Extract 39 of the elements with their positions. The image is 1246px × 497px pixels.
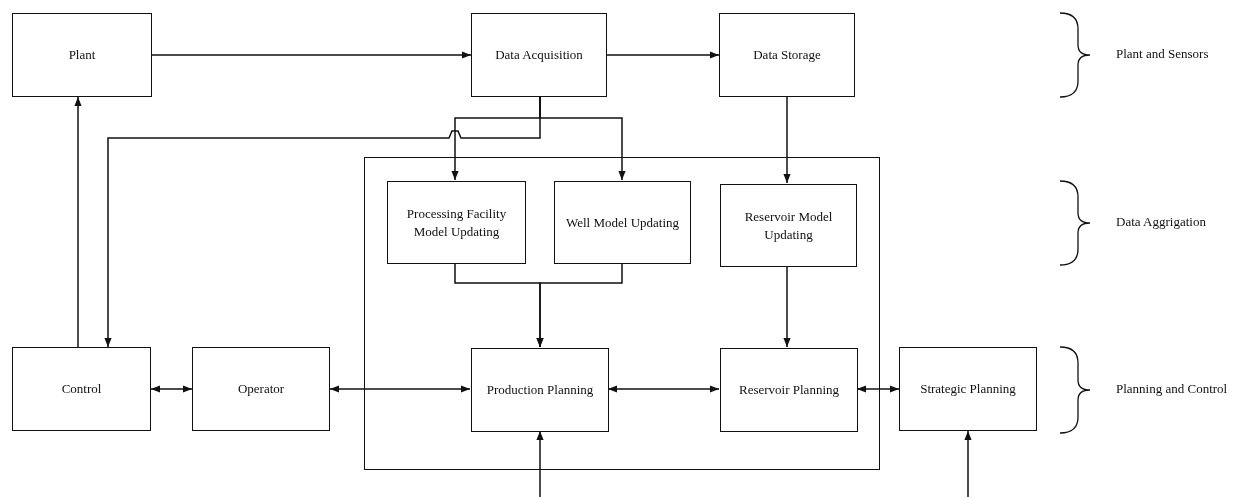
process-box	[471, 348, 609, 432]
process-box	[720, 184, 857, 267]
arrow	[856, 385, 900, 393]
box-label: Data Storage	[752, 46, 822, 64]
process-box	[719, 13, 855, 97]
arrow	[607, 385, 720, 393]
box-label: Data Acquisition	[494, 46, 584, 64]
box-label: Control	[60, 380, 103, 398]
group-label: Data Aggrigation	[1116, 214, 1206, 230]
box-label: Processing Facility Model Updating	[405, 204, 508, 241]
box-label: Strategic Planning	[919, 380, 1017, 398]
arrow	[329, 385, 471, 393]
arrow	[783, 265, 791, 348]
process-box	[192, 347, 330, 431]
arrow	[606, 51, 720, 59]
process-box	[471, 13, 607, 97]
process-box	[12, 347, 151, 431]
box-label: Reservoir Model Updating	[743, 207, 834, 244]
arrow	[536, 262, 623, 348]
arrow	[151, 51, 472, 59]
group-frame	[364, 157, 880, 470]
arrow	[104, 96, 541, 348]
process-box	[387, 181, 526, 264]
box-label: Operator	[236, 380, 286, 398]
process-box	[720, 348, 858, 432]
box-label: Production Planning	[485, 381, 595, 399]
group-label: Plant and Sensors	[1116, 46, 1209, 62]
process-box	[554, 181, 691, 264]
process-box	[899, 347, 1037, 431]
process-box	[12, 13, 152, 97]
box-label: Plant	[67, 46, 97, 64]
group-label: Planning and Control	[1116, 381, 1228, 397]
arrow	[536, 430, 544, 497]
arrow	[783, 96, 791, 184]
arrow	[150, 385, 193, 393]
box-label: Reservoir Planning	[738, 381, 840, 399]
box-label: Well Model Updating	[564, 213, 680, 232]
arrow	[964, 430, 972, 497]
arrow	[74, 96, 82, 348]
